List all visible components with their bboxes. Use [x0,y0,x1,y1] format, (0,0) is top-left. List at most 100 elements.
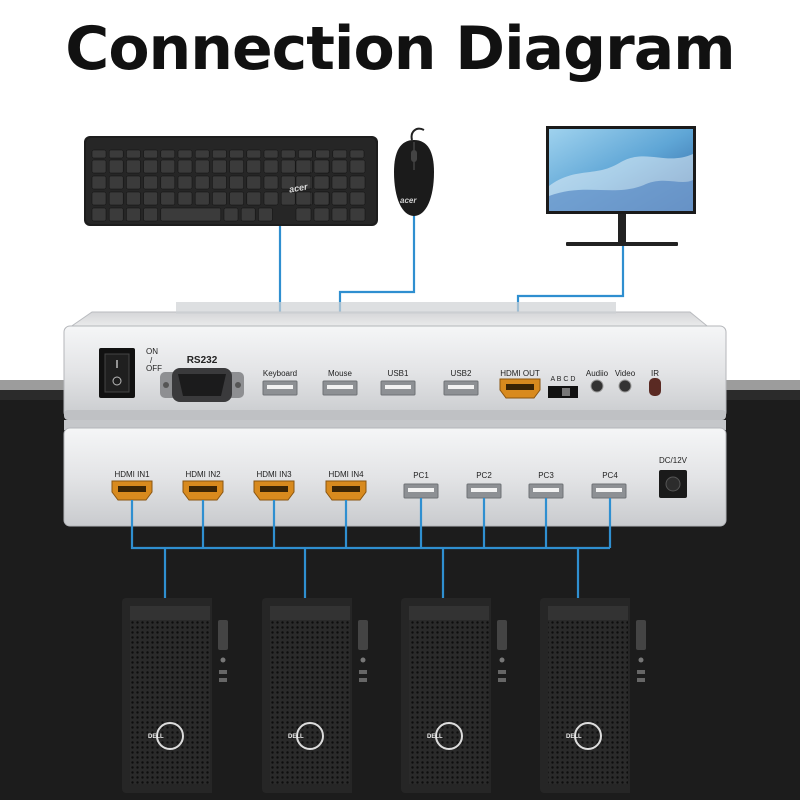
keyboard-key [349,207,366,222]
keyboard-key [108,207,124,222]
pc4-label: PC4 [602,471,618,480]
keyboard-key [177,175,193,190]
mouse [394,127,434,216]
keyboard-key [313,159,330,174]
kvm-top-unit [63,302,727,420]
keyboard-key [313,175,330,190]
hdmi-out-label: HDMI OUT [500,369,540,378]
keyboard-key [280,191,296,206]
keyboard-key [280,159,296,174]
keyboard-key [263,149,279,159]
keyboard-key [126,149,141,159]
pc3-logo: DELL [427,734,443,740]
keyboard-key [229,175,244,190]
keyboard-key [349,191,366,206]
keyboard-key [223,207,239,222]
rs232-label: RS232 [186,355,218,366]
keyboard-key [108,159,124,174]
pc-tower-4 [540,598,658,793]
keyboard-key [349,159,366,174]
keyboard-key [263,191,279,206]
pc-tower-3 [401,598,519,793]
keyboard-key [108,149,124,159]
keyboard-key [229,159,244,174]
keyboard-key [91,175,107,190]
pc4-logo: DELL [566,734,582,740]
pc2-logo: DELL [288,734,304,740]
keyboard-key [315,149,330,159]
keyboard-key [91,191,107,206]
keyboard-key [160,207,222,222]
keyboard-key [332,149,348,159]
keyboard-key [280,149,296,159]
power-off-label: OFF [146,364,162,373]
page-title: Connection Diagram [65,14,735,84]
keyboard-key [160,191,176,206]
keyboard-key [160,149,176,159]
kvm-bottom-unit [63,420,727,527]
keyboard-key [263,175,279,190]
keyboard-key [295,175,312,190]
keyboard-key [212,149,227,159]
keyboard-key [143,149,158,159]
keyboard-key [194,149,210,159]
switch-letters-label: A B C D [550,376,576,383]
keyboard-key [349,149,365,159]
keyboard-key [194,175,210,190]
pc-tower-1 [122,598,240,793]
hdmi-in2-label: HDMI IN2 [185,470,221,479]
keyboard-key [194,159,210,174]
keyboard-key [331,175,348,190]
keyboard-key [246,159,262,174]
keyboard-key [349,175,366,190]
keyboard-key [91,159,107,174]
keyboard-key [143,191,158,206]
keyboard-key [295,191,312,206]
pc3-label: PC3 [538,471,554,480]
hdmi-in3-label: HDMI IN3 [256,470,292,479]
keyboard-key [295,207,312,222]
power-on-label: ON [146,347,158,356]
pc-cables [130,498,612,600]
keyboard-key [177,149,193,159]
keyboard-key [160,175,176,190]
usb2-label: USB2 [450,369,472,378]
keyboard-key [280,175,296,190]
keyboard-port-label: Keyboard [262,369,298,378]
keyboard-key [229,149,244,159]
dc-label: DC/12V [658,456,687,465]
hdmi-in4-label: HDMI IN4 [328,470,364,479]
pc1-logo: DELL [148,734,164,740]
keyboard-key [258,207,273,222]
keyboard-key [246,191,262,206]
keyboard-key [177,159,193,174]
pc-tower-2 [262,598,380,793]
keyboard-key [126,159,141,174]
keyboard-key [177,191,193,206]
keyboard-key [126,175,141,190]
keyboard-key [91,149,107,159]
mouse-brand-logo: acer [400,196,417,205]
keyboard-key [229,191,244,206]
keyboard-key [160,159,176,174]
pc1-label: PC1 [413,471,429,480]
video-label: Video [614,369,636,378]
keyboard-key [212,191,227,206]
keyboard-key [143,175,158,190]
usb1-label: USB1 [387,369,409,378]
keyboard-key [246,149,262,159]
hdmi-in1-label: HDMI IN1 [114,470,150,479]
keyboard-key [194,191,210,206]
ir-label: IR [651,369,659,378]
keyboard-key [263,159,279,174]
keyboard-key [313,207,330,222]
keyboard-key [126,207,141,222]
keyboard-key [108,175,124,190]
keyboard-key [126,191,141,206]
keyboard-key [212,175,227,190]
pc-towers [122,598,658,793]
audio-label: Audiio [585,369,609,378]
mouse-port-label: Mouse [327,369,352,378]
